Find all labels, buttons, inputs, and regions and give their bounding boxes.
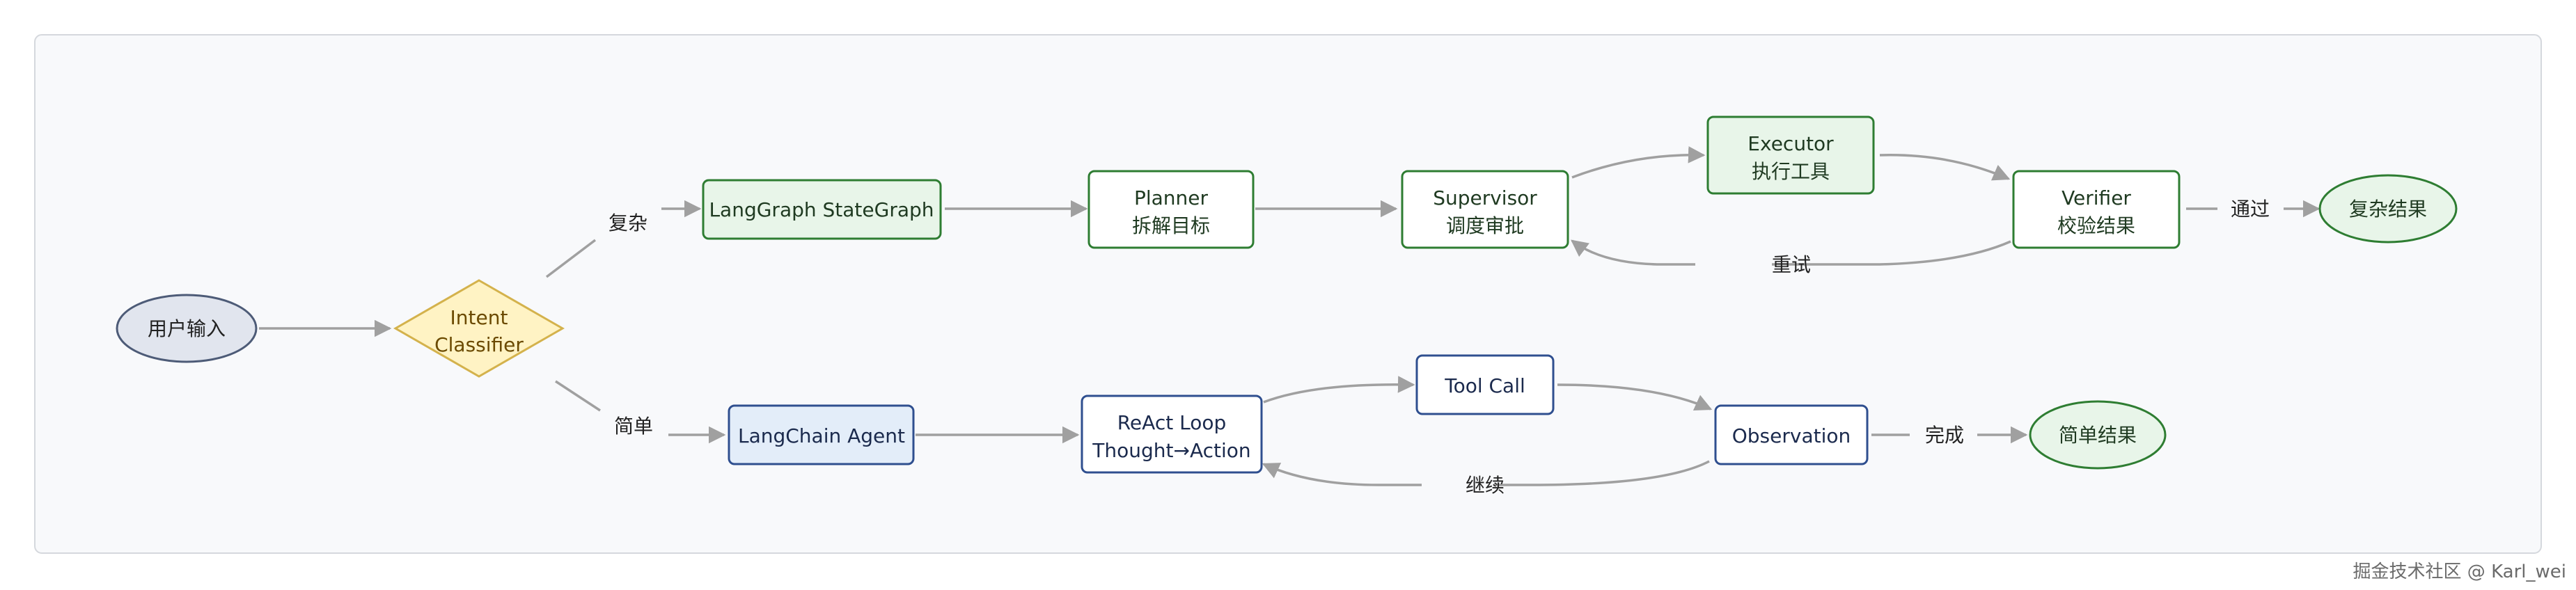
edge-verifier-retry-left	[1772, 240, 2011, 266]
node-react-line-1: ReAct Loop	[1117, 411, 1227, 434]
edge-continue-to-react	[1262, 463, 1422, 486]
node-verifier: Verifier 校验结果	[2012, 170, 2181, 249]
edge-label-continue: 继续	[1466, 474, 1505, 497]
node-react-line-2: Thought→Action	[1092, 439, 1250, 462]
node-verifier-line-2: 校验结果	[2057, 214, 2135, 237]
node-supervisor: Supervisor 调度审批	[1401, 170, 1569, 249]
edge-supervisor-to-executor	[1571, 146, 1706, 179]
node-toolcall-label: Tool Call	[1444, 374, 1525, 397]
node-executor-line-2: 执行工具	[1752, 160, 1830, 183]
edge-executor-to-verifier	[1879, 154, 2011, 181]
edge-verifier-retry-right	[1571, 239, 1695, 266]
edge-label-done: 完成	[1925, 424, 1964, 447]
node-planner-line-2: 拆解目标	[1132, 214, 1210, 237]
node-observation-label: Observation	[1732, 424, 1851, 447]
node-verifier-line-1: Verifier	[2061, 186, 2131, 209]
node-tool-call: Tool Call	[1415, 354, 1555, 415]
edge-label-retry: 重试	[1772, 253, 1811, 276]
diagram-panel	[34, 34, 2542, 554]
node-user-input-label: 用户输入	[148, 317, 226, 340]
edge-toolcall-to-observation	[1557, 383, 1713, 411]
node-react-loop: ReAct Loop Thought→Action	[1081, 394, 1263, 474]
node-planner: Planner 拆解目标	[1087, 170, 1255, 249]
node-complex-result: 复杂结果	[2318, 174, 2458, 244]
edge-label-complex: 复杂	[608, 212, 647, 234]
edge-label-pass: 通过	[2231, 198, 2270, 221]
watermark: 掘金技术社区 @ Karl_wei	[2353, 561, 2566, 582]
node-executor-line-1: Executor	[1748, 132, 1834, 155]
edge-intent-to-langgraph	[545, 239, 597, 278]
node-user-input: 用户输入	[116, 294, 258, 363]
node-langgraph-label: LangGraph StateGraph	[709, 198, 934, 221]
edge-react-to-toolcall	[1263, 376, 1415, 404]
node-intent-line-1: Intent	[450, 306, 508, 329]
node-supervisor-line-1: Supervisor	[1433, 186, 1537, 209]
edge-label-simple: 简单	[614, 415, 653, 438]
node-complex-result-label: 复杂结果	[2349, 198, 2427, 221]
node-planner-line-1: Planner	[1134, 186, 1209, 209]
node-intent-classifier: Intent Classifier	[393, 279, 565, 378]
node-langgraph-stategraph: LangGraph StateGraph	[702, 179, 942, 240]
node-langchain-agent: LangChain Agent	[728, 404, 915, 465]
edge-intent-to-langchain	[555, 380, 601, 412]
node-supervisor-line-2: 调度审批	[1446, 214, 1524, 237]
node-langchain-label: LangChain Agent	[738, 424, 905, 447]
node-executor: Executor 执行工具	[1706, 115, 1875, 195]
node-intent-line-2: Classifier	[434, 333, 524, 356]
node-simple-result-label: 简单结果	[2059, 424, 2137, 447]
node-simple-result: 简单结果	[2029, 400, 2167, 470]
node-observation: Observation	[1714, 404, 1869, 465]
edge-observation-continue-left	[1493, 460, 1710, 486]
